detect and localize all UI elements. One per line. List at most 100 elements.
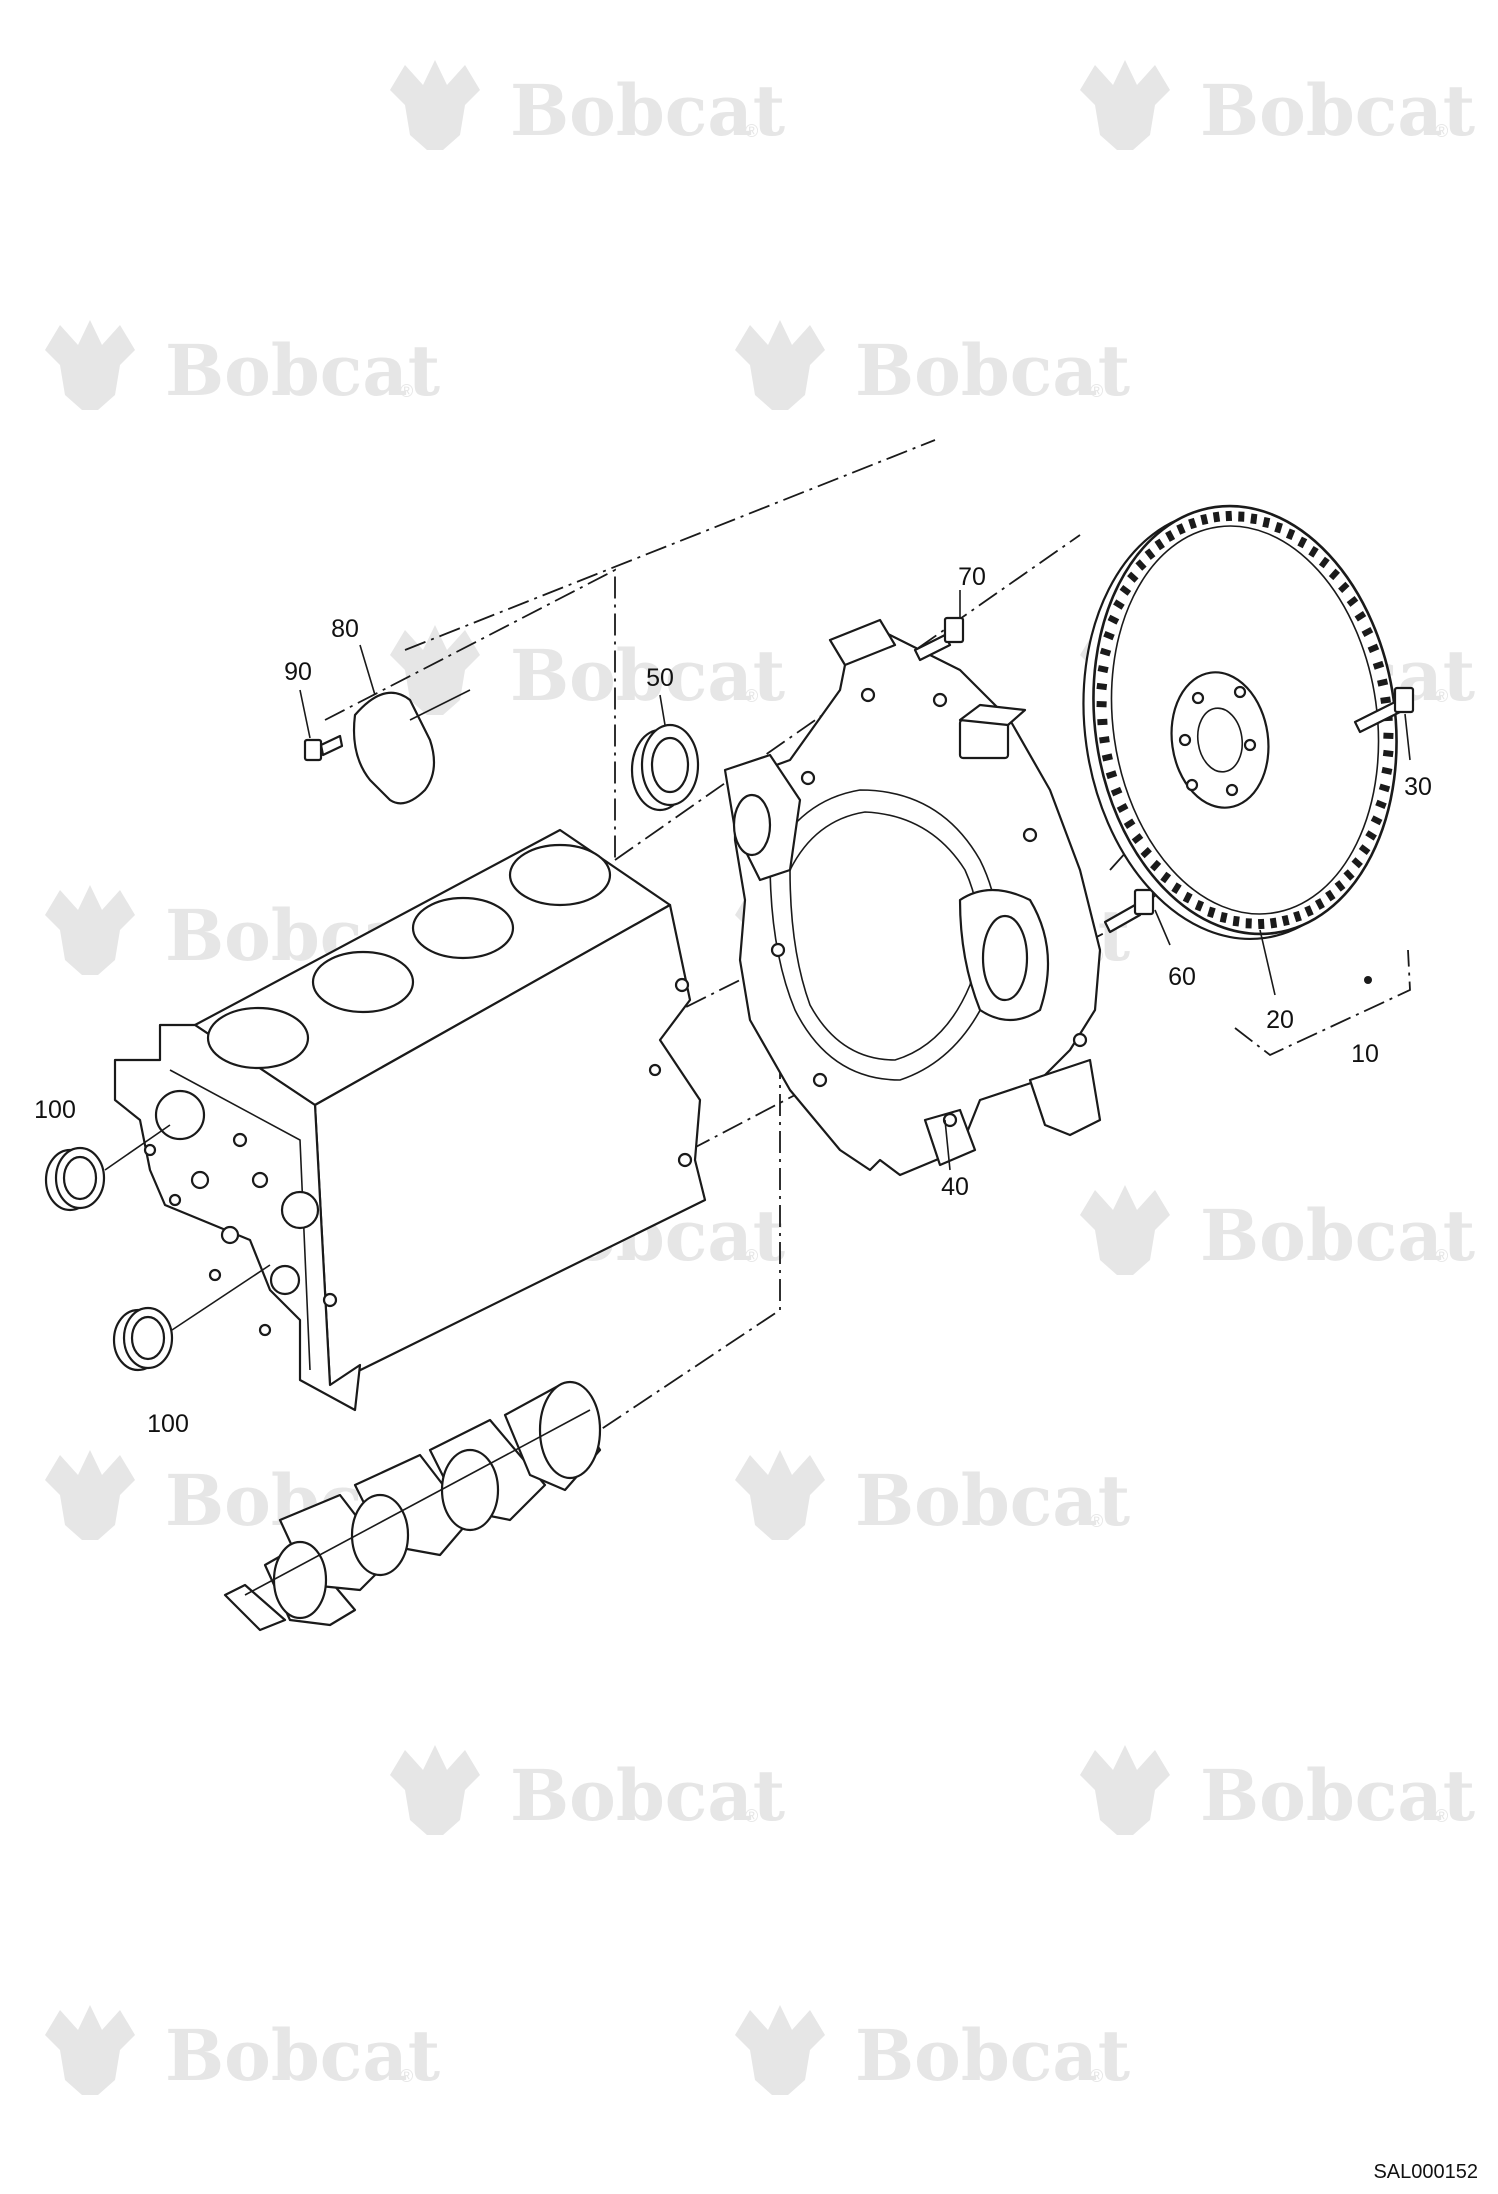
gear-tooth bbox=[1383, 732, 1394, 739]
gear-tooth bbox=[1281, 914, 1290, 927]
gear-tooth bbox=[1171, 882, 1182, 895]
watermark-registered-mark: ® bbox=[745, 121, 758, 141]
gear-tooth bbox=[1099, 647, 1112, 657]
gear-tooth bbox=[1382, 749, 1394, 758]
watermark-registered-mark: ® bbox=[400, 2066, 413, 2086]
gear-tooth bbox=[1380, 696, 1391, 704]
gear-tooth bbox=[1245, 918, 1252, 929]
watermark-registered-mark: ® bbox=[1090, 381, 1103, 401]
flywheel-20 bbox=[1082, 504, 1398, 996]
gear-tooth bbox=[1113, 599, 1125, 610]
watermark-tile: Bobcat® bbox=[1080, 1185, 1475, 1277]
callout-70: 70 bbox=[958, 563, 986, 591]
callout-90: 90 bbox=[284, 658, 312, 686]
gear-tooth bbox=[1182, 891, 1193, 904]
watermark-tile: Bobcat® bbox=[45, 2005, 440, 2097]
ring-gear-teeth bbox=[1096, 510, 1394, 930]
gear-tooth bbox=[1381, 766, 1393, 775]
bolt-60 bbox=[1103, 888, 1171, 946]
watermark-registered-mark: ® bbox=[745, 1246, 758, 1266]
seal-100-upper bbox=[44, 1124, 171, 1212]
gear-tooth bbox=[1325, 889, 1336, 902]
bobcat-head-icon bbox=[735, 2005, 825, 2095]
bobcat-head-icon bbox=[45, 320, 135, 410]
gear-tooth bbox=[1257, 918, 1265, 930]
crankshaft bbox=[223, 1380, 602, 1632]
cover-plate-80 bbox=[352, 644, 471, 805]
gear-tooth bbox=[1293, 910, 1302, 923]
watermark-word: Bobcat bbox=[855, 1459, 1130, 1542]
bobcat-head-icon bbox=[735, 320, 825, 410]
bobcat-head-icon bbox=[45, 885, 135, 975]
watermark-word: Bobcat bbox=[510, 69, 785, 152]
callout-80: 80 bbox=[331, 615, 359, 643]
watermark-registered-mark: ® bbox=[1435, 1806, 1448, 1826]
callout-10: 10 bbox=[1351, 1040, 1379, 1068]
gear-tooth bbox=[1351, 857, 1363, 869]
watermark-word: Bobcat bbox=[855, 329, 1130, 412]
watermark-tile: Bobcat® bbox=[735, 1450, 1130, 1542]
gear-tooth bbox=[1219, 911, 1228, 924]
watermark-word: Bobcat bbox=[510, 634, 785, 717]
reference-code: SAL000152 bbox=[1373, 2161, 1478, 2183]
gear-tooth bbox=[1101, 753, 1113, 762]
watermark-word: Bobcat bbox=[165, 2014, 440, 2097]
gear-tooth bbox=[1135, 559, 1147, 571]
gear-tooth bbox=[1097, 718, 1108, 726]
gear-tooth bbox=[1127, 571, 1139, 583]
bolt-70 bbox=[913, 590, 965, 662]
callout-30: 30 bbox=[1404, 773, 1432, 801]
gear-tooth bbox=[1160, 871, 1172, 884]
watermark-tile: Bobcat® bbox=[45, 320, 440, 412]
gear-tooth bbox=[1314, 898, 1325, 910]
gear-tooth bbox=[1188, 517, 1197, 530]
watermark-tile: Bobcat® bbox=[1080, 1745, 1475, 1837]
gear-tooth bbox=[1375, 799, 1387, 810]
watermark-tile: Bobcat® bbox=[390, 1745, 785, 1837]
bolt-30 bbox=[1353, 686, 1415, 761]
gear-tooth bbox=[1338, 581, 1350, 594]
gear-tooth bbox=[1207, 906, 1216, 918]
watermark-word: Bobcat bbox=[855, 2014, 1130, 2097]
bobcat-head-icon bbox=[735, 1450, 825, 1540]
gear-tooth bbox=[1328, 568, 1340, 581]
flywheel-housing-40 bbox=[723, 618, 1102, 1177]
gear-tooth bbox=[1365, 830, 1377, 841]
gear-tooth bbox=[1308, 545, 1319, 558]
watermark-registered-mark: ® bbox=[1435, 121, 1448, 141]
watermark-word: Bobcat bbox=[1200, 1754, 1475, 1837]
gear-tooth bbox=[1262, 516, 1271, 529]
bobcat-head-icon bbox=[390, 1745, 480, 1835]
gear-tooth bbox=[1097, 665, 1109, 674]
watermark-word: Bobcat bbox=[1200, 1194, 1475, 1277]
bobcat-head-icon bbox=[1080, 1185, 1170, 1275]
gear-tooth bbox=[1304, 905, 1314, 917]
gear-tooth bbox=[1096, 682, 1108, 691]
gear-tooth bbox=[1343, 869, 1355, 881]
watermark-registered-mark: ® bbox=[400, 381, 413, 401]
gear-tooth bbox=[1274, 522, 1283, 534]
watermark-registered-mark: ® bbox=[1090, 2066, 1103, 2086]
callout-40: 40 bbox=[941, 1173, 969, 1201]
watermark-tile: Bobcat® bbox=[1080, 60, 1475, 152]
bobcat-head-icon bbox=[1080, 60, 1170, 150]
gear-tooth bbox=[1194, 899, 1205, 912]
gear-tooth bbox=[1150, 859, 1162, 872]
callout-100-upper: 100 bbox=[34, 1096, 76, 1124]
gear-tooth bbox=[1372, 660, 1385, 670]
gear-tooth bbox=[1378, 783, 1391, 793]
gear-tooth bbox=[1176, 523, 1186, 535]
watermark-registered-mark: ® bbox=[1435, 1246, 1448, 1266]
callout-100-lower: 100 bbox=[147, 1410, 189, 1438]
gear-tooth bbox=[1116, 803, 1129, 813]
watermark-tile: Bobcat® bbox=[390, 60, 785, 152]
gear-tooth bbox=[1144, 548, 1156, 560]
callout-50: 50 bbox=[646, 664, 674, 692]
gear-tooth bbox=[1119, 584, 1132, 596]
watermark-registered-mark: ® bbox=[1090, 1511, 1103, 1531]
gear-tooth bbox=[1358, 844, 1371, 856]
gear-tooth bbox=[1250, 513, 1258, 525]
bobcat-head-icon bbox=[45, 2005, 135, 2095]
gear-tooth bbox=[1105, 770, 1118, 780]
